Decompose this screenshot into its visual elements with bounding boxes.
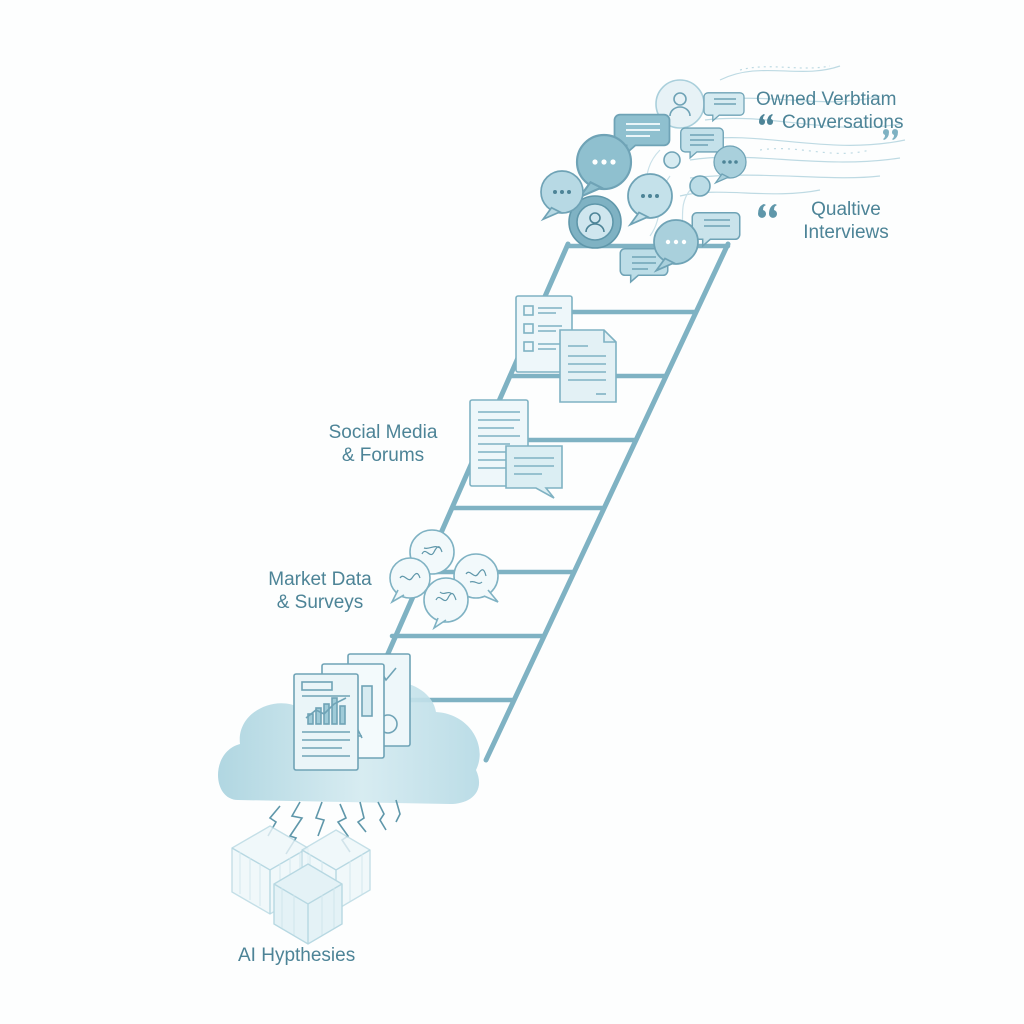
chat-bubble-icon: [691, 211, 741, 247]
chat-bubble-icon: [703, 92, 745, 122]
label-qualitative-line2: Interviews: [803, 222, 889, 243]
chat-bubble-icon: [627, 173, 673, 226]
label-social-media-line1: Social Media: [328, 422, 438, 443]
chat-bubble-icon: [453, 553, 499, 603]
cube-icon: [273, 863, 343, 945]
quote-open-icon: [759, 114, 773, 125]
label-social-media: Social Media & Forums: [318, 421, 448, 467]
chat-bubble-icon: [575, 133, 633, 199]
chat-bubble-icon: [505, 445, 563, 499]
document-stack-upper: [515, 295, 617, 403]
document-stack-middle: [469, 399, 563, 499]
cube-cluster: [231, 825, 371, 945]
label-owned-verbatim: Owned Verbtiam Conversations: [756, 88, 903, 134]
label-owned-verbatim-line1: Owned Verbtiam: [756, 89, 897, 110]
label-owned-verbatim-line2: Conversations: [782, 112, 904, 133]
chat-bubble-icon: [423, 577, 469, 631]
conversation-cluster: [540, 79, 747, 283]
chat-bubble-icon: [663, 151, 681, 169]
chat-bubble-icon: [540, 170, 584, 221]
chat-bubble-icon: [689, 175, 711, 197]
label-qualitative-line1: Qualtive: [811, 199, 881, 220]
chat-bubble-icon: [389, 557, 431, 605]
label-market-data: Market Data & Surveys: [256, 568, 384, 614]
label-ai-hypotheses-line1: AI Hypthesies: [238, 945, 356, 966]
chart-document-icon: [293, 673, 359, 771]
survey-bubbles: [389, 529, 499, 631]
label-ai-hypotheses: AI Hypthesies: [238, 944, 355, 967]
label-qualitative-interviews: Qualtive Interviews: [786, 198, 906, 244]
person-icon: [568, 195, 622, 249]
chat-bubble-icon: [653, 219, 699, 272]
quote-open-icon: [758, 204, 777, 218]
label-social-media-line2: & Forums: [341, 445, 425, 466]
chat-bubble-icon: [713, 145, 747, 184]
label-market-data-line2: & Surveys: [276, 592, 364, 613]
document-icon: [559, 329, 617, 403]
chat-bubble-icon: [680, 127, 724, 159]
chat-bubble-icon: [613, 113, 671, 154]
quote-close-icon: [883, 129, 898, 140]
chart-document-stack: [293, 653, 411, 771]
ladder-right-rail: [483, 241, 731, 763]
chat-bubble-icon: [619, 247, 669, 283]
label-market-data-line1: Market Data: [268, 569, 372, 590]
